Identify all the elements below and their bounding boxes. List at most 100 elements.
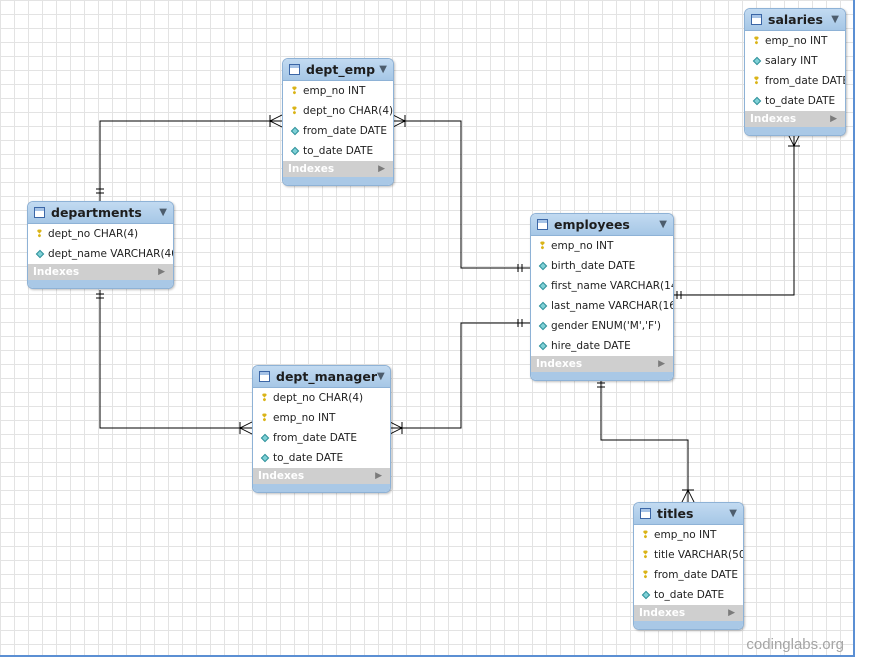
indexes-bar[interactable]: Indexes ▶ bbox=[531, 356, 673, 372]
indexes-label: Indexes bbox=[750, 113, 797, 125]
column-label: hire_date DATE bbox=[551, 340, 631, 352]
column-row[interactable]: ❢emp_no INT bbox=[253, 408, 390, 428]
column-row[interactable]: from_date DATE bbox=[283, 121, 393, 141]
column-diamond-icon bbox=[290, 126, 299, 136]
column-label: first_name VARCHAR(14) bbox=[551, 280, 674, 292]
column-label: from_date DATE bbox=[273, 432, 358, 444]
rel-employees-dept-manager[interactable] bbox=[389, 319, 530, 435]
expand-arrow-icon[interactable]: ▶ bbox=[158, 267, 165, 277]
table-footer bbox=[253, 484, 390, 492]
indexes-bar[interactable]: Indexes▶ bbox=[253, 468, 390, 484]
table-departments[interactable]: departments ▼ ❢ dept_no CHAR(4) dept_name… bbox=[27, 201, 174, 289]
table-header[interactable]: dept_emp ▼ bbox=[283, 59, 393, 81]
table-header[interactable]: employees ▼ bbox=[531, 214, 673, 236]
column-diamond-icon bbox=[538, 261, 547, 271]
table-icon bbox=[537, 219, 548, 230]
table-header[interactable]: salaries ▼ bbox=[745, 9, 845, 31]
column-row[interactable]: first_name VARCHAR(14) bbox=[531, 276, 673, 296]
column-diamond-icon bbox=[752, 56, 761, 66]
column-label: dept_no CHAR(4) bbox=[303, 105, 394, 117]
table-salaries[interactable]: salaries ▼ ❢emp_no INT salary INT ❢from_… bbox=[744, 8, 846, 136]
expand-arrow-icon[interactable]: ▶ bbox=[375, 471, 382, 481]
indexes-bar[interactable]: Indexes▶ bbox=[28, 264, 173, 280]
column-row[interactable]: dept_name VARCHAR(40) bbox=[28, 244, 173, 264]
er-diagram-canvas bbox=[0, 0, 855, 657]
column-label: from_date DATE bbox=[654, 569, 739, 581]
table-header[interactable]: departments ▼ bbox=[28, 202, 173, 224]
collapse-arrow-icon[interactable]: ▼ bbox=[376, 371, 385, 382]
rel-departments-dept-emp[interactable] bbox=[96, 114, 283, 201]
indexes-bar[interactable]: Indexes▶ bbox=[283, 161, 393, 177]
table-title: salaries bbox=[768, 12, 823, 27]
column-row[interactable]: ❢ dept_no CHAR(4) bbox=[28, 224, 173, 244]
column-label: birth_date DATE bbox=[551, 260, 636, 272]
expand-arrow-icon[interactable]: ▶ bbox=[378, 164, 385, 174]
column-label: from_date DATE bbox=[303, 125, 388, 137]
column-row[interactable]: to_date DATE bbox=[253, 448, 390, 468]
column-row[interactable]: ❢emp_no INT bbox=[745, 31, 845, 51]
column-label: dept_no CHAR(4) bbox=[48, 228, 139, 240]
column-row[interactable]: ❢title VARCHAR(50) bbox=[634, 545, 743, 565]
column-diamond-icon bbox=[538, 341, 547, 351]
key-icon: ❢ bbox=[641, 529, 650, 541]
column-label: dept_no CHAR(4) bbox=[273, 392, 364, 404]
column-diamond-icon bbox=[538, 301, 547, 311]
column-row[interactable]: to_date DATE bbox=[745, 91, 845, 111]
column-label: emp_no INT bbox=[551, 240, 614, 252]
table-header[interactable]: dept_manager ▼ bbox=[253, 366, 390, 388]
rel-employees-salaries[interactable] bbox=[673, 133, 801, 299]
column-row[interactable]: gender ENUM('M','F') bbox=[531, 316, 673, 336]
column-row[interactable]: ❢ dept_no CHAR(4) bbox=[253, 388, 390, 408]
column-label: salary INT bbox=[765, 55, 818, 67]
key-icon: ❢ bbox=[260, 392, 269, 404]
column-row[interactable]: hire_date DATE bbox=[531, 336, 673, 356]
collapse-arrow-icon[interactable]: ▼ bbox=[729, 508, 737, 519]
table-icon bbox=[34, 207, 45, 218]
column-row[interactable]: ❢emp_no INT bbox=[634, 525, 743, 545]
collapse-arrow-icon[interactable]: ▼ bbox=[159, 207, 167, 218]
column-label: to_date DATE bbox=[654, 589, 725, 601]
table-titles[interactable]: titles ▼ ❢emp_no INT ❢title VARCHAR(50) … bbox=[633, 502, 744, 630]
collapse-arrow-icon[interactable]: ▼ bbox=[831, 14, 839, 25]
column-row[interactable]: salary INT bbox=[745, 51, 845, 71]
table-title: dept_emp bbox=[306, 62, 376, 77]
table-dept-manager[interactable]: dept_manager ▼ ❢ dept_no CHAR(4) ❢emp_no … bbox=[252, 365, 391, 493]
column-row[interactable]: last_name VARCHAR(16) bbox=[531, 296, 673, 316]
rel-departments-dept-manager[interactable] bbox=[96, 290, 253, 435]
column-label: to_date DATE bbox=[765, 95, 836, 107]
column-diamond-icon bbox=[35, 249, 44, 259]
table-header[interactable]: titles ▼ bbox=[634, 503, 743, 525]
expand-arrow-icon[interactable]: ▶ bbox=[830, 114, 837, 124]
column-row[interactable]: to_date DATE bbox=[283, 141, 393, 161]
column-label: last_name VARCHAR(16) bbox=[551, 300, 674, 312]
rel-employees-dept-emp[interactable] bbox=[392, 114, 530, 272]
expand-arrow-icon[interactable]: ▶ bbox=[658, 359, 665, 369]
collapse-arrow-icon[interactable]: ▼ bbox=[379, 64, 387, 75]
column-diamond-icon bbox=[290, 146, 299, 156]
column-row[interactable]: ❢from_date DATE bbox=[745, 71, 845, 91]
column-row[interactable]: ❢emp_no INT bbox=[531, 236, 673, 256]
column-row[interactable]: ❢emp_no INT bbox=[283, 81, 393, 101]
column-row[interactable]: to_date DATE bbox=[634, 585, 743, 605]
table-footer bbox=[634, 621, 743, 629]
column-row[interactable]: ❢dept_no CHAR(4) bbox=[283, 101, 393, 121]
table-dept-emp[interactable]: dept_emp ▼ ❢emp_no INT ❢dept_no CHAR(4) … bbox=[282, 58, 394, 186]
key-icon: ❢ bbox=[641, 549, 650, 561]
column-diamond-icon bbox=[260, 453, 269, 463]
table-employees[interactable]: employees ▼ ❢emp_no INT birth_date DATE … bbox=[530, 213, 674, 381]
key-icon: ❢ bbox=[35, 228, 44, 240]
column-row[interactable]: from_date DATE bbox=[253, 428, 390, 448]
indexes-bar[interactable]: Indexes ▶ bbox=[745, 111, 845, 127]
key-icon: ❢ bbox=[290, 85, 299, 97]
expand-arrow-icon[interactable]: ▶ bbox=[728, 608, 735, 618]
key-icon: ❢ bbox=[752, 75, 761, 87]
indexes-label: Indexes bbox=[536, 358, 583, 370]
indexes-bar[interactable]: Indexes▶ bbox=[634, 605, 743, 621]
rel-employees-titles[interactable] bbox=[597, 379, 695, 503]
column-diamond-icon bbox=[641, 590, 650, 600]
column-row[interactable]: ❢from_date DATE bbox=[634, 565, 743, 585]
column-row[interactable]: birth_date DATE bbox=[531, 256, 673, 276]
collapse-arrow-icon[interactable]: ▼ bbox=[659, 219, 667, 230]
key-icon: ❢ bbox=[752, 35, 761, 47]
